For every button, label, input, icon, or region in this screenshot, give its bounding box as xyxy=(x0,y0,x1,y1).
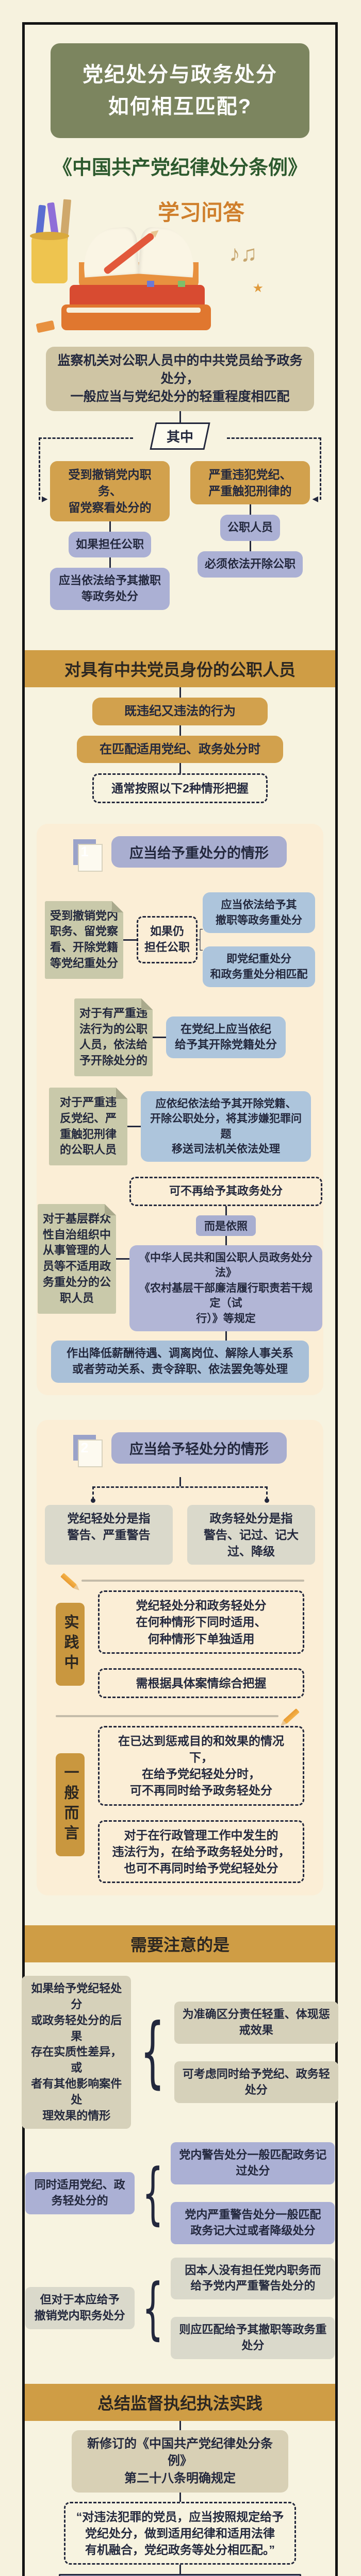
practice-question: 党纪轻处分和政务轻处分 在何种情形下同时适用、 何种情形下单独适用 xyxy=(98,1590,304,1654)
attention-right-box: 则应匹配给予其撤职等政务重处分 xyxy=(171,2317,335,2359)
pencil-divider xyxy=(56,1573,305,1589)
general-answer: 在已达到惩戒目的和效果的情况下， 在给予党纪轻处分时， 可不再同时给予政务轻处分 xyxy=(98,1725,304,1806)
note-box: 对于严重违 反党纪、严 重触犯刑律 的公职人员 xyxy=(49,1088,127,1166)
music-notes-icon: ♪♫ xyxy=(229,241,257,266)
case1-row2: 对于有严重违 法行为的公职 人员，依法给 予开除处分的 在党纪上应当依纪 给予其… xyxy=(45,998,315,1077)
intro-box: 监察机关对公职人员中的中共党员给予政务处分， 一般应当与党纪处分的轻重程度相匹配 xyxy=(46,347,314,411)
cause-box: 严重违犯党纪、 严重触犯刑律的 xyxy=(190,461,310,505)
fork-connector xyxy=(198,929,203,951)
bookmark-tab-icon xyxy=(178,281,185,287)
case1-row1: 受到撤销党内 职务、留党察 看、开除党籍 等党纪重处分 如果仍 担任公职 应当依… xyxy=(45,892,315,987)
dashed-split-connector xyxy=(91,1486,269,1503)
attention-left-box: 如果给予党纪轻处分 或政务轻处分的后果 存在实质性差异，或 者有其他影响案件处 … xyxy=(22,1976,132,2129)
result-box: 即党纪重处分 和政务重处分相匹配 xyxy=(203,946,315,987)
note-box: 对于有严重违 法行为的公职 人员，依法给 予开除处分的 xyxy=(74,998,153,1077)
brace-icon: { xyxy=(140,2007,165,2097)
books-icon xyxy=(30,182,212,336)
attention-left-box: 同时适用党纪、政 务轻处分的 xyxy=(25,2172,135,2214)
page-title: 党纪处分与政务处分 如何相互匹配? xyxy=(51,43,309,138)
case1-title: 应当给予重处分的情形 xyxy=(111,836,287,868)
case1-row3: 对于严重违 反党纪、严 重触犯刑律 的公职人员 应依纪依法给予其开除党籍、 开除… xyxy=(45,1088,315,1166)
pen-cup-icon xyxy=(30,232,69,283)
result-box: 必须依法开除公职 xyxy=(197,551,303,578)
attention-right-box: 为准确区分责任轻重、体现惩戒效果 xyxy=(174,2002,338,2044)
result-box: 应当依法给予其撤职等政务处分 xyxy=(50,568,170,610)
connector-line xyxy=(179,411,181,422)
attention-right-box: 党内警告处分一般匹配政务记过处分 xyxy=(171,2142,335,2184)
flow-step-2: 在匹配适用党纪、政务处分时 xyxy=(77,735,283,764)
header-illustration: 学习问答 ♪♫ ★ xyxy=(25,182,335,336)
attention-row: 同时适用党纪、政 务轻处分的 { 党内警告处分一般匹配政务记过处分 党内严重警告… xyxy=(25,2142,335,2244)
branch-left-column: 受到撤销党内职务、 留党察看处分的 如果担任公职 应当依法给予其撤职等政务处分 xyxy=(50,461,170,610)
attention-left-box: 但对于本应给予 撤销党内职务处分 xyxy=(25,2287,135,2329)
flow-step-1: 既违纪又违法的行为 xyxy=(92,697,268,725)
star-icon: ★ xyxy=(252,281,264,295)
summary-intro-box: 新修订的《中国共产党纪律处分条例》 第二十八条明确规定 xyxy=(72,2430,288,2493)
case1-row4: 对于基层群众 性自治组织中 从事管理的人 员等不适用政 务重处分的公 职人员 可… xyxy=(38,1177,322,1341)
dashed-connector-right xyxy=(227,437,321,500)
arrow-right-icon: ▶ xyxy=(42,495,48,503)
note-box: 对于基层群众 性自治组织中 从事管理的人 员等不适用政 务重处分的公 职人员 xyxy=(38,1204,116,1314)
section-band-summary: 总结监督执纪执法实践 xyxy=(25,2383,335,2421)
pencil-icon xyxy=(283,1708,300,1724)
result-box: 在党纪上应当依纪 给予其开除党籍处分 xyxy=(166,1016,286,1059)
pencil-divider xyxy=(55,1708,304,1724)
final-measures-box: 作出降低薪酬待遇、调离岗位、解除人事关系 或者劳动关系、责令辞职、依法罢免等处理 xyxy=(51,1341,309,1383)
emphasis-box: 这也是中央党内法规中 第一次就党纪政务等处分相匹配作出明确强调 xyxy=(59,2574,301,2576)
cause-box: 受到撤销党内职务、 留党察看处分的 xyxy=(50,461,170,521)
practice-label: 实践中 xyxy=(56,1603,85,1686)
eraser-icon xyxy=(36,320,55,333)
general-label: 一般而言 xyxy=(56,1753,85,1856)
bookmark-tab-icon xyxy=(147,281,154,287)
practice-row: 实践中 党纪轻处分和政务轻处分 在何种情形下同时适用、 何种情形下单独适用 需根… xyxy=(45,1590,315,1698)
brace-icon: { xyxy=(142,2268,163,2347)
definition-box: 党纪轻处分是指 警告、严重警告 xyxy=(45,1504,173,1565)
attention-row: 但对于本应给予 撤销党内职务处分 { 因本人没有担任党内职务而 给予党内严重警告… xyxy=(25,2257,335,2359)
attention-right-box: 可考虑同时给予党纪、政务轻处分 xyxy=(174,2061,338,2104)
arrow-left-icon: ◀ xyxy=(312,495,318,503)
general-answer: 对于在行政管理工作中发生的 违法行为，在给予政务轻处分时， 也可不再同时给予党纪… xyxy=(98,1820,304,1884)
note-box: 受到撤销党内 职务、留党察 看、开除党籍 等党纪重处分 xyxy=(45,901,123,979)
attention-row: 如果给予党纪轻处分 或政务轻处分的后果 存在实质性差异，或 者有其他影响案件处 … xyxy=(22,1976,338,2129)
practice-question: 需根据具体案情综合把握 xyxy=(98,1668,304,1698)
panel-case1: 1 应当给予重处分的情形 受到撤销党内 职务、留党察 看、开除党籍 等党纪重处分… xyxy=(37,824,323,1395)
section-band-party-member: 对具有中共党员身份的公职人员 xyxy=(25,650,335,687)
panel-case2: 2 应当给予轻处分的情形 党纪轻处分是指 警告、严重警告 政务轻处分是指 警告、… xyxy=(37,1419,323,1896)
branch-label: 其中 xyxy=(150,422,210,450)
attention-right-box: 因本人没有担任党内职务而 给予党内严重警告处分的 xyxy=(171,2257,335,2300)
tag-box: 而是依照 xyxy=(196,1215,256,1236)
branch-diagram: ▶ ◀ 受到撤销党内职务、 留党察看处分的 如果担任公职 应当依法给予其撤职等政… xyxy=(36,437,324,610)
result-box: 应当依法给予其 撤职等政务重处分 xyxy=(203,892,315,934)
condition-box: 如果仍 担任公职 xyxy=(137,916,198,963)
branch-right-column: 严重违犯党纪、 严重触犯刑律的 公职人员 必须依法开除公职 xyxy=(190,461,310,610)
open-book-icon xyxy=(79,223,199,289)
regulation-quote-box: “对违法犯罪的党员，应当按照规定给予 党纪处分，做到适用纪律和适用法律 有机融合… xyxy=(64,2501,296,2565)
section-band-attention: 需要注意的是 xyxy=(25,1925,335,1963)
pencil-icon xyxy=(60,1573,77,1589)
flow-step-3: 通常按照以下2种情形把握 xyxy=(92,773,268,804)
case2-title: 应当给予轻处分的情形 xyxy=(111,1432,287,1464)
condition-box: 公职人员 xyxy=(220,515,280,541)
result-box: 应依纪依法给予其开除党籍、 开除公职处分，将其涉嫌犯罪问题 移送司法机关依法处理 xyxy=(141,1091,311,1162)
laws-box: 《中华人民共和国公职人员政务处分法》 《农村基层干部廉洁履行职责若干规定（试 行… xyxy=(129,1245,322,1332)
brace-icon: { xyxy=(142,2154,163,2232)
result-box: 可不再给予其政务处分 xyxy=(129,1177,322,1207)
dashed-connector-left xyxy=(39,437,133,500)
general-row: 一般而言 在已达到惩戒目的和效果的情况下， 在给予党纪轻处分时， 可不再同时给予… xyxy=(45,1725,315,1884)
orange-book-icon xyxy=(61,304,211,330)
definition-box: 政务轻处分是指 警告、记过、记大过、降级 xyxy=(187,1504,315,1565)
case-number-badge: 2 xyxy=(73,1435,103,1468)
tagline: 学习问答 xyxy=(157,201,244,225)
case-number-badge: 1 xyxy=(73,839,103,872)
attention-right-box: 党内严重警告处分一般匹配 政务记大过或者降级处分 xyxy=(171,2202,335,2244)
subtitle: 《中国共产党纪律处分条例》 xyxy=(52,157,307,179)
condition-box: 如果担任公职 xyxy=(68,531,151,558)
poster-frame: 党纪处分与政务处分 如何相互匹配? 《中国共产党纪律处分条例》 学习问答 ♪♫ … xyxy=(22,22,338,2576)
